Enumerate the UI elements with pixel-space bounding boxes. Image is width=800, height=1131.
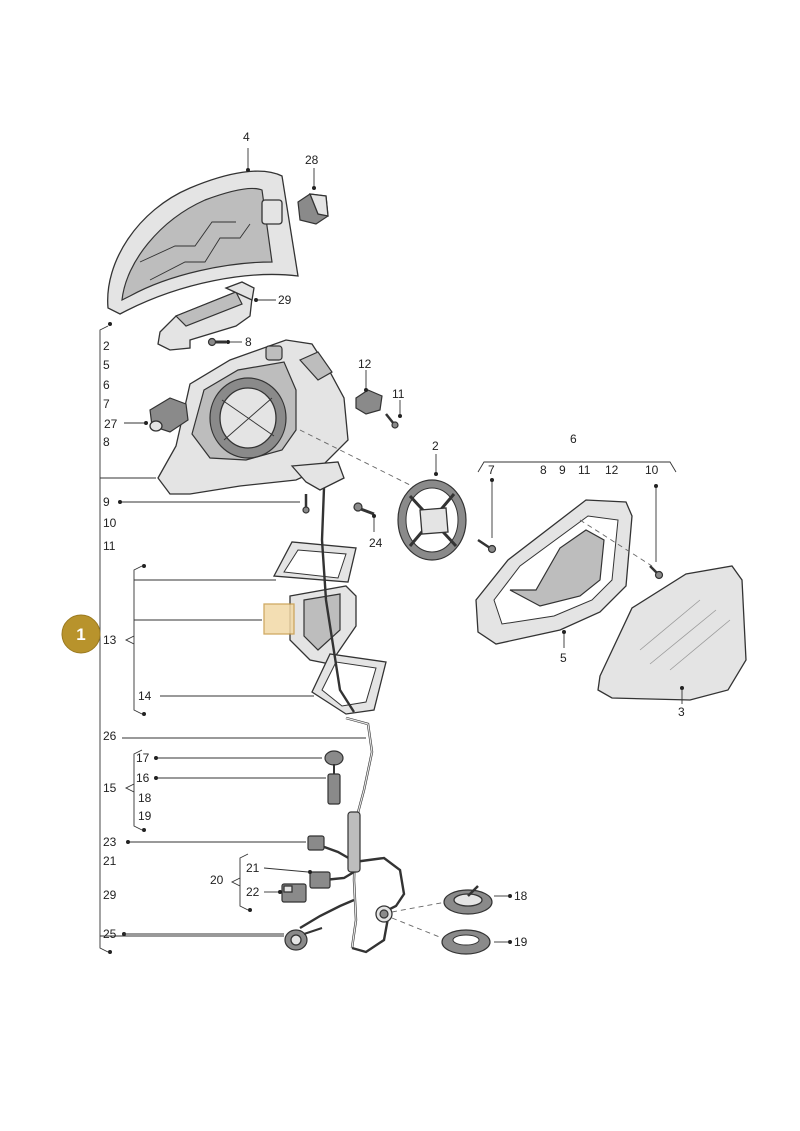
part-24-screw — [353, 502, 375, 516]
part-21-connector — [309, 871, 331, 889]
label-4: 4 — [243, 130, 250, 144]
label-10-right: 10 — [645, 463, 659, 477]
part-5-glass-carrier — [475, 499, 633, 645]
label-19-right: 19 — [514, 935, 528, 949]
callout-badge[interactable]: 1 — [61, 614, 101, 654]
part-23-connector — [307, 835, 325, 851]
label-26: 26 — [103, 729, 117, 743]
label-18-right: 18 — [514, 889, 528, 903]
part-27-motor — [149, 397, 189, 433]
label-21-left: 21 — [103, 854, 117, 868]
part-28-clip — [297, 193, 329, 225]
label-15: 15 — [103, 781, 117, 795]
wiring-harness — [299, 716, 406, 954]
left-bracket-column — [99, 322, 284, 954]
label-5-carrier: 5 — [560, 651, 567, 665]
part-12-clip — [355, 389, 383, 415]
part-7-screw — [477, 538, 497, 554]
label-10-left: 10 — [103, 516, 117, 530]
label-19-left: 19 — [138, 809, 152, 823]
label-12-upper: 12 — [358, 357, 372, 371]
part-29-bracket — [157, 281, 255, 351]
label-17: 17 — [136, 751, 150, 765]
label-29-bottom: 29 — [103, 888, 117, 902]
label-8-left: 8 — [103, 435, 110, 449]
label-14: 14 — [138, 689, 152, 703]
part-13-seal-upper — [272, 541, 357, 583]
callout-badge-number: 1 — [76, 625, 85, 644]
label-23: 23 — [103, 835, 117, 849]
label-5-left: 5 — [103, 358, 110, 372]
label-13: 13 — [103, 633, 117, 647]
label-25: 25 — [103, 927, 117, 941]
part-9-screw — [302, 494, 310, 514]
label-18-left: 18 — [138, 791, 152, 805]
label-27: 27 — [104, 417, 118, 431]
part-17-clip — [324, 750, 344, 774]
label-16: 16 — [136, 771, 150, 785]
label-6-left: 6 — [103, 378, 110, 392]
part-18-grommet — [443, 885, 493, 915]
label-20: 20 — [210, 873, 224, 887]
part-16-holder — [327, 773, 341, 805]
part-19-grommet — [441, 929, 491, 955]
label-21-right: 21 — [246, 861, 260, 875]
label-22: 22 — [246, 885, 260, 899]
label-12-right: 12 — [605, 463, 619, 477]
part-22-connector — [281, 883, 307, 903]
part-14-seal-lower — [311, 653, 387, 715]
label-9-left: 9 — [103, 495, 110, 509]
label-2-ring: 2 — [432, 439, 439, 453]
label-11-upper: 11 — [392, 387, 405, 401]
part-13-base — [263, 585, 357, 665]
label-8-top: 8 — [245, 335, 252, 349]
part-8-screw-top — [207, 337, 226, 347]
part-3-mirror-glass — [597, 565, 747, 701]
label-11-left: 11 — [103, 539, 116, 553]
label-8-right: 8 — [540, 463, 547, 477]
part-mirror-cap — [107, 170, 299, 315]
label-29-top: 29 — [278, 293, 292, 307]
label-24: 24 — [369, 536, 383, 550]
label-7-left: 7 — [103, 397, 110, 411]
part-2-actuator-ring — [397, 479, 467, 561]
part-25-grommet — [284, 927, 323, 951]
label-9-right: 9 — [559, 463, 566, 477]
part-11-screw — [385, 413, 399, 429]
label-2-left: 2 — [103, 339, 110, 353]
label-11-right: 11 — [578, 463, 591, 477]
label-28: 28 — [305, 153, 319, 167]
label-6-right: 6 — [570, 432, 577, 446]
label-3: 3 — [678, 705, 685, 719]
part-10-screw — [649, 565, 664, 580]
label-7-right: 7 — [488, 463, 495, 477]
part-mirror-housing — [157, 339, 349, 495]
